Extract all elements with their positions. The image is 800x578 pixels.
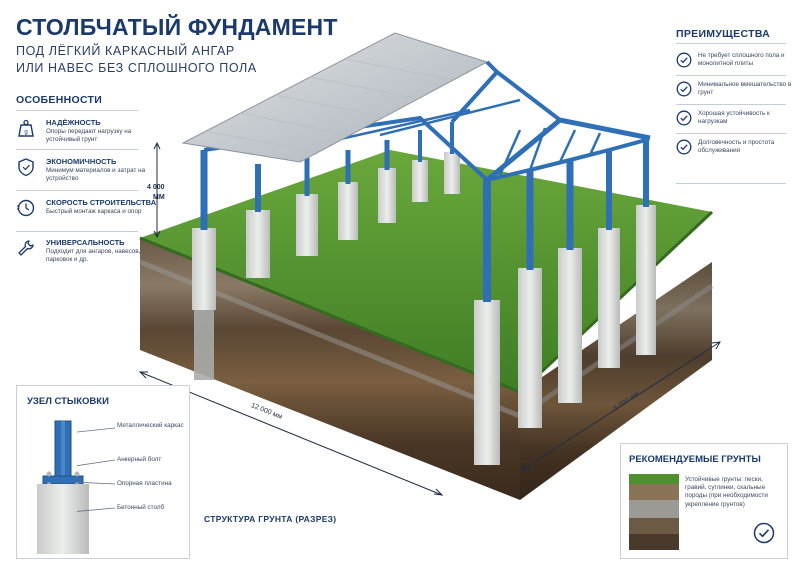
front-columns	[192, 228, 582, 465]
soil-structure-caption: СТРУКТУРА ГРУНТА (РАЗРЕЗ)	[204, 514, 337, 524]
soils-panel: РЕКОМЕНДУЕМЫЕ ГРУНТЫ Устойчивые грунты: …	[620, 443, 788, 559]
length-dimension	[138, 371, 444, 496]
node-illustration	[37, 420, 89, 554]
feature-title: НАДЁЖНОСТЬ	[46, 118, 101, 127]
advantages-divider	[676, 43, 786, 44]
roof	[181, 32, 489, 163]
width-dimension	[521, 341, 721, 471]
height-unit: ММ	[153, 194, 165, 201]
feature-text: Быстрый монтаж каркаса и опор	[46, 208, 142, 215]
node-label-frame: Металлический каркас	[117, 422, 184, 429]
soil-sample-image	[629, 474, 679, 550]
soil-front-face	[140, 238, 520, 500]
wrench-icon	[16, 238, 36, 258]
check-circle-icon	[676, 52, 692, 68]
advantages-heading: ПРЕИМУЩЕСТВА	[676, 28, 771, 40]
feature-title: СКОРОСТЬ СТРОИТЕЛЬСТВА	[46, 198, 157, 207]
advantage-text: Не требует сплошного пола и монолитной п…	[698, 52, 785, 68]
page-subtitle-line1: ПОД ЛЁГКИЙ КАРКАСНЫЙ АНГАР	[16, 44, 235, 58]
advantage-divider	[676, 133, 786, 134]
check-circle-icon	[676, 110, 692, 126]
feature-divider	[16, 231, 138, 232]
speed-clock-icon	[16, 198, 36, 218]
steel-frame	[200, 69, 651, 302]
height-dimension	[153, 141, 161, 239]
advantage-text: Минимальное вмешательство в грунт	[698, 81, 792, 97]
feature-text: Минимум материалов и затрат на устройств…	[46, 167, 146, 183]
check-circle-icon	[676, 81, 692, 97]
weight-icon: g	[16, 118, 36, 138]
node-label-plate: Опорная пластина	[117, 480, 172, 487]
page-subtitle-line2: ИЛИ НАВЕС БЕЗ СПЛОШНОГО ПОЛА	[16, 61, 257, 75]
node-panel: УЗЕЛ СТЫКОВКИ Металлический каркас Анкер…	[16, 385, 190, 559]
page-title: СТОЛБЧАТЫЙ ФУНДАМЕНТ	[16, 14, 338, 40]
svg-text:g: g	[24, 130, 27, 136]
feature-divider	[16, 190, 138, 191]
feature-text: Опоры передают нагрузку на устойчивый гр…	[46, 128, 132, 144]
feature-text: Подходит для ангаров, навесов, парковок …	[46, 248, 141, 264]
features-heading: ОСОБЕННОСТИ	[16, 94, 103, 106]
feature-title: ЭКОНОМИЧНОСТЬ	[46, 157, 117, 166]
node-label-pillar: Бетонный столб	[117, 504, 165, 511]
check-circle-icon	[753, 522, 775, 549]
back-columns	[246, 152, 656, 368]
feature-title: УНИВЕРСАЛЬНОСТЬ	[46, 238, 125, 247]
node-heading: УЗЕЛ СТЫКОВКИ	[27, 396, 109, 407]
check-circle-icon	[676, 139, 692, 155]
features-divider	[16, 110, 138, 111]
advantage-divider	[676, 75, 786, 76]
feature-divider	[16, 149, 138, 150]
node-leader-lines	[77, 427, 116, 512]
node-label-bolt: Анкерный болт	[117, 456, 162, 463]
advantage-divider	[676, 183, 786, 184]
advantage-text: Долговечность и простота обслуживания	[698, 139, 775, 155]
soils-heading: РЕКОМЕНДУЕМЫЕ ГРУНТЫ	[629, 454, 761, 465]
advantage-divider	[676, 104, 786, 105]
height-value: 4 000	[147, 184, 165, 191]
advantage-text: Хорошая устойчивость к нагрузкам	[698, 110, 770, 126]
shield-icon	[16, 157, 36, 177]
soils-text: Устойчивые грунты: пески, гравий, суглин…	[685, 476, 768, 508]
